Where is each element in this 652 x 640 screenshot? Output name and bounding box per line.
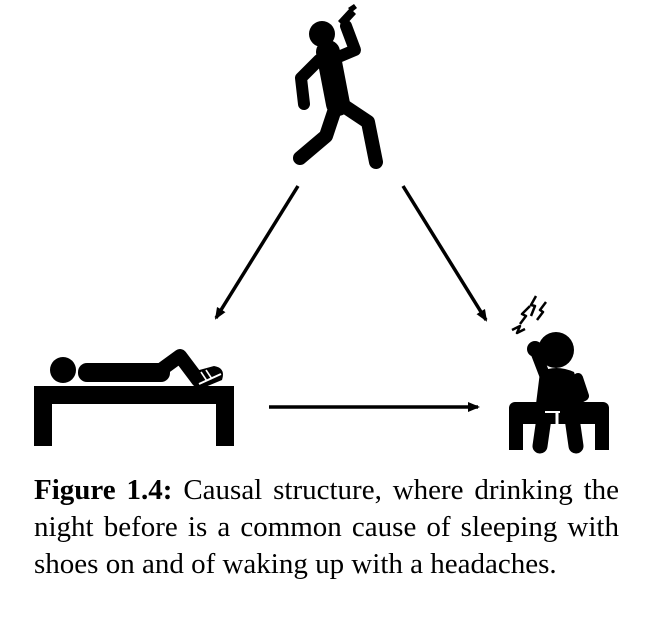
- drinking-person-icon: [293, 4, 383, 169]
- figure-caption-text: Causal structure, where drinking the nig…: [34, 474, 620, 580]
- figure-caption: Figure 1.4: Causal structure, where drin…: [34, 472, 619, 583]
- arrow-drinking-to-headache: [401, 185, 488, 322]
- sleeping-with-shoes-icon: [34, 349, 234, 446]
- headache-person-icon: [509, 295, 609, 454]
- figure-label: Figure 1.4:: [34, 474, 173, 506]
- arrow-drinking-to-sleeping: [214, 185, 300, 320]
- causal-diagram: [34, 4, 609, 454]
